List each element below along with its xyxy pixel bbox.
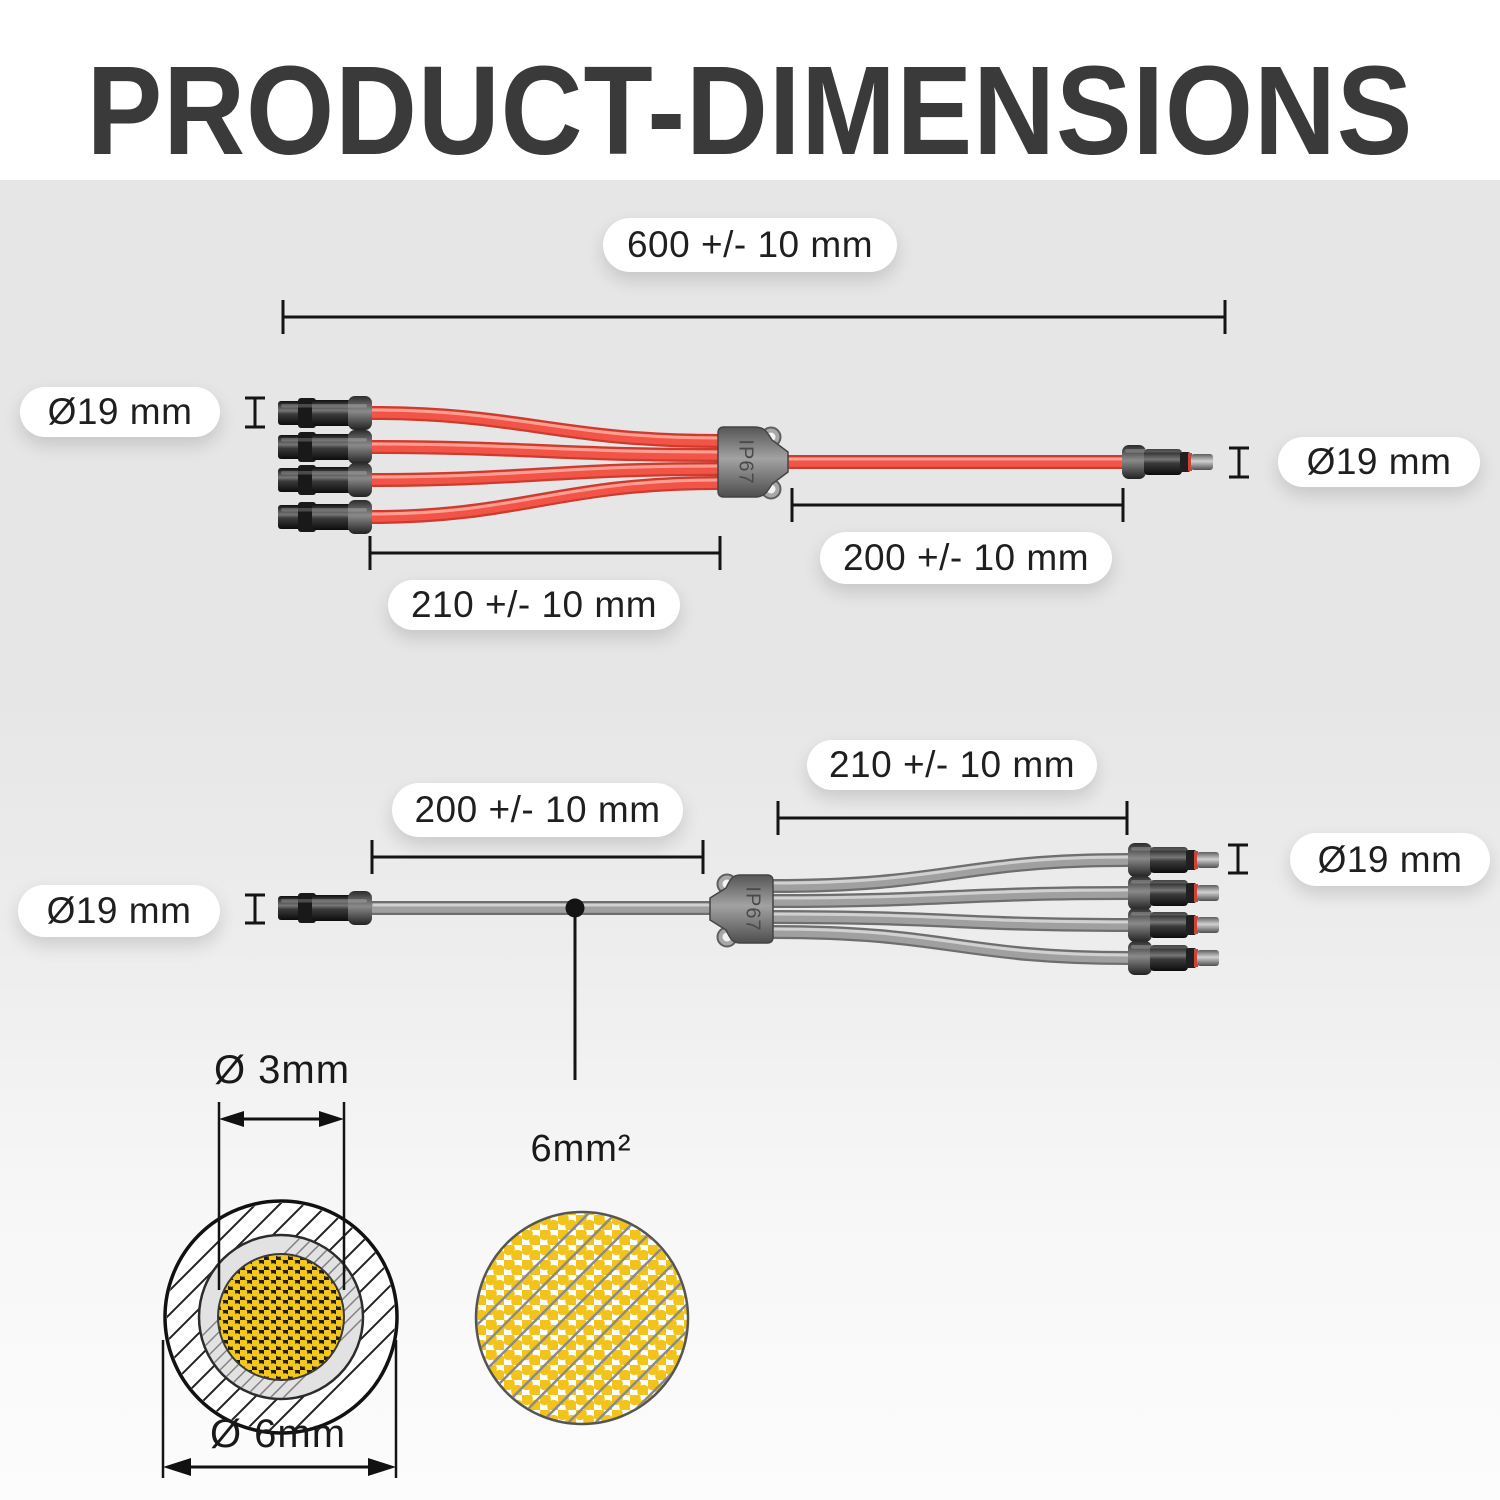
outer-diameter-label: Ø 6mm (209, 1412, 347, 1456)
mc4-connector-row-4 (278, 500, 372, 534)
diameter-badge-bottom-left: Ø19 mm (18, 885, 220, 937)
splitter-body-bottom: IP67 (709, 873, 774, 948)
dimension-line-600mm (281, 300, 1227, 334)
diameter-marker-right-bottom (1228, 843, 1248, 875)
total-length-badge-top: 600 +/- 10 mm (603, 218, 897, 272)
mc4-connector-bottom-row-4 (1128, 941, 1219, 975)
splitter-marking-bottom: IP67 (742, 886, 764, 931)
diameter-marker-right-top (1229, 446, 1249, 479)
diameter-badge-bottom-right: Ø19 mm (1290, 833, 1490, 886)
trunk-length-badge-top: 200 +/- 10 mm (820, 532, 1112, 584)
mc4-connector-bottom-row-3 (1128, 908, 1219, 942)
mc4-connector-bottom-row-1 (1128, 843, 1219, 877)
branch-length-badge-top: 210 +/- 10 mm (388, 580, 680, 630)
conductor-area-label: 6mm² (530, 1128, 632, 1170)
splitter-marking-top: IP67 (735, 439, 757, 484)
page-title: PRODUCT-DIMENSIONS (86, 40, 1414, 181)
cable-cross-section (161, 1102, 399, 1478)
gray-trunk-cable (365, 901, 717, 915)
arrow-6mm (163, 1458, 396, 1476)
mc4-connector-row-1 (278, 396, 372, 430)
copper-strands-section (474, 1210, 690, 1426)
diameter-badge-top-right: Ø19 mm (1278, 437, 1480, 487)
diameter-badge-top-left: Ø19 mm (20, 387, 220, 437)
mc4-connector-bottom-row-2 (1128, 876, 1219, 910)
dimension-line-200mm-bottom (370, 840, 705, 874)
core-diameter-label: Ø 3mm (213, 1048, 351, 1092)
cable-pointer (565, 898, 585, 1080)
diameter-marker-left-bottom (245, 893, 265, 925)
diameter-marker-left-top (245, 396, 265, 429)
trunk-length-badge-bottom: 200 +/- 10 mm (392, 783, 683, 837)
dimension-line-210mm-top (368, 536, 722, 570)
mc4-connector-row-3 (278, 463, 372, 497)
red-branch-cables (365, 406, 725, 524)
single-connector-left-bottom (278, 891, 372, 925)
single-connector-right (1122, 445, 1213, 479)
dimension-line-210mm-bottom (776, 801, 1129, 835)
gray-branch-cables (766, 853, 1135, 965)
splitter-body-top: IP67 (717, 426, 789, 500)
mc4-connector-row-2 (278, 430, 372, 464)
dimension-line-200mm-top (790, 488, 1125, 522)
arrow-3mm (219, 1111, 344, 1127)
branch-length-badge-bottom: 210 +/- 10 mm (807, 740, 1097, 790)
red-trunk-cable (781, 455, 1131, 469)
